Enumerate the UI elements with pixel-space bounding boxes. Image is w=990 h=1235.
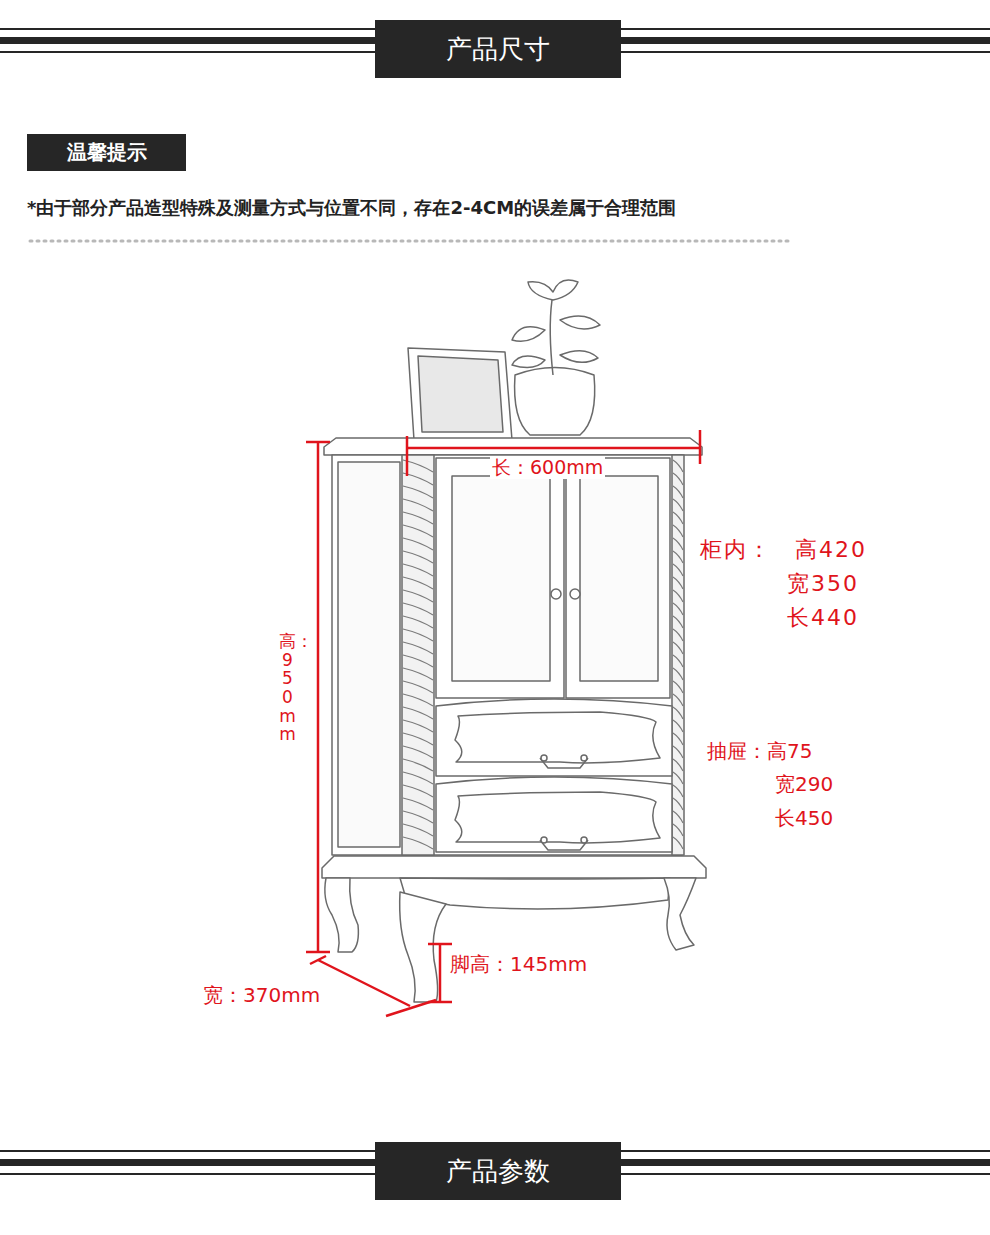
dimension-label: 长450 xyxy=(775,807,833,830)
dimension-label: 宽290 xyxy=(775,773,833,796)
dimension-label: 宽350 xyxy=(787,571,859,596)
header-band: 产品参数 xyxy=(375,1142,621,1200)
dimension-label: 宽：370mm xyxy=(203,984,320,1007)
dimension-label: 柜内： xyxy=(700,537,772,562)
band-text: 产品尺寸 xyxy=(446,32,550,67)
band-text: 产品参数 xyxy=(446,1154,550,1189)
dimension-label: 高420 xyxy=(795,537,867,562)
band-text: 温馨提示 xyxy=(67,139,147,166)
dimension-label: 抽屉：高75 xyxy=(707,740,812,763)
dimension-label: 长440 xyxy=(787,605,859,630)
dimension-label: 脚高：145mm xyxy=(448,953,589,976)
note-text: *由于部分产品造型特殊及测量方式与位置不同，存在2-4CM的误差属于合理范围 xyxy=(27,198,676,219)
dimension-label: 高：950mm xyxy=(279,632,296,744)
header-band: 产品尺寸 xyxy=(375,20,621,78)
dimension-label: 长：600mm xyxy=(490,457,605,479)
tip-badge: 温馨提示 xyxy=(27,134,186,171)
